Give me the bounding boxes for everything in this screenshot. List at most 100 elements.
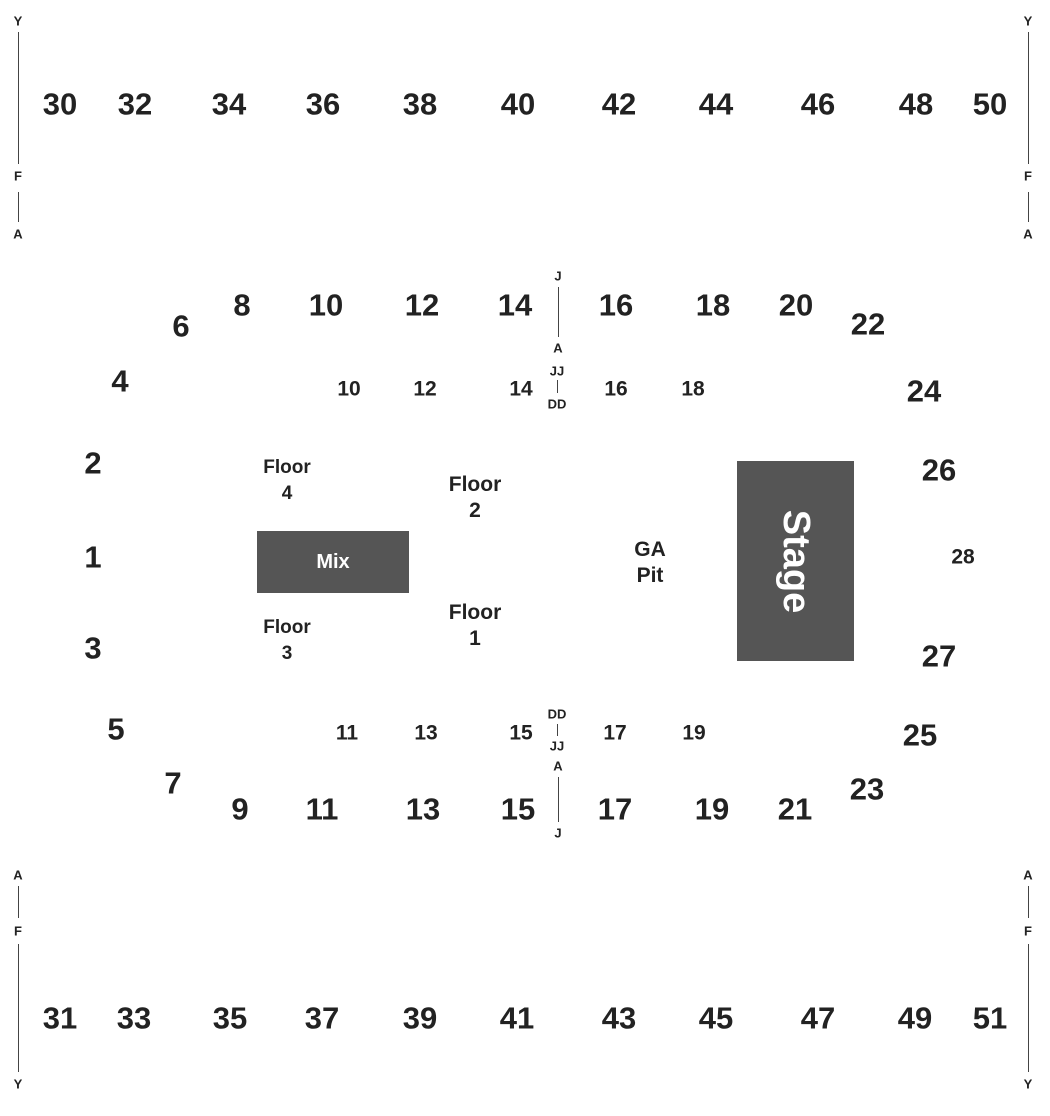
section-36[interactable]: 36 [305,86,341,122]
section-32[interactable]: 32 [117,86,153,122]
section-1[interactable]: 1 [84,539,102,575]
floor-3[interactable]: Floor 3 [263,615,311,667]
ga-pit[interactable]: GA Pit [634,537,666,589]
section-23[interactable]: 23 [849,771,885,807]
floor-3-number: 3 [281,643,293,664]
row-label-y: Y [13,13,23,29]
row-indicator-line [1028,886,1029,918]
section-2[interactable]: 2 [84,445,102,481]
row-indicator-line [1028,32,1029,164]
section-27[interactable]: 27 [921,638,957,674]
section-42[interactable]: 42 [601,86,637,122]
section-39[interactable]: 39 [402,1000,438,1036]
section-25[interactable]: 25 [902,717,938,753]
section-35[interactable]: 35 [212,1000,248,1036]
section-37[interactable]: 37 [304,1000,340,1036]
section-4[interactable]: 4 [111,363,129,399]
section-16[interactable]: 16 [598,287,634,323]
row-indicator-line [557,380,558,393]
section-31[interactable]: 31 [42,1000,78,1036]
section-11[interactable]: 11 [305,791,339,827]
floor-section-17[interactable]: 17 [603,721,627,745]
floor-3-label: Floor [263,617,311,638]
section-49[interactable]: 49 [897,1000,933,1036]
floor-4[interactable]: Floor 4 [263,455,311,507]
section-8[interactable]: 8 [233,287,251,323]
section-40[interactable]: 40 [500,86,536,122]
floor-section-16[interactable]: 16 [604,377,628,401]
section-10[interactable]: 10 [308,287,344,323]
section-5[interactable]: 5 [107,711,125,747]
row-label-a: A [553,758,563,774]
section-12[interactable]: 12 [404,287,440,323]
row-label-a: A [1023,867,1033,883]
section-22[interactable]: 22 [850,306,886,342]
section-41[interactable]: 41 [499,1000,535,1036]
row-indicator-line [1028,192,1029,222]
section-18[interactable]: 18 [695,287,731,323]
floor-section-12[interactable]: 12 [413,377,437,401]
section-13[interactable]: 13 [405,791,441,827]
section-19[interactable]: 19 [694,791,730,827]
section-28[interactable]: 28 [951,545,975,569]
row-label-jj: JJ [549,363,565,379]
ga-pit-label: GA [634,538,666,561]
section-43[interactable]: 43 [601,1000,637,1036]
floor-section-14[interactable]: 14 [509,377,533,401]
row-label-f: F [14,923,22,939]
floor-section-15[interactable]: 15 [509,721,533,745]
row-label-a: A [13,867,23,883]
stage-label: Stage [774,509,817,613]
floor-1[interactable]: Floor 1 [449,600,502,652]
floor-2[interactable]: Floor 2 [449,472,502,524]
floor-2-number: 2 [469,499,481,522]
section-48[interactable]: 48 [898,86,934,122]
row-indicator-line [18,886,19,918]
section-34[interactable]: 34 [211,86,247,122]
mix-label: Mix [316,550,350,573]
section-3[interactable]: 3 [84,630,102,666]
section-6[interactable]: 6 [172,308,190,344]
section-33[interactable]: 33 [116,1000,152,1036]
section-9[interactable]: 9 [231,791,249,827]
section-7[interactable]: 7 [164,765,182,801]
section-46[interactable]: 46 [800,86,836,122]
section-14[interactable]: 14 [497,287,533,323]
floor-1-number: 1 [469,627,481,650]
section-26[interactable]: 26 [921,452,957,488]
floor-section-19[interactable]: 19 [682,721,706,745]
floor-4-label: Floor [263,457,311,478]
section-44[interactable]: 44 [698,86,734,122]
section-17[interactable]: 17 [597,791,633,827]
section-50[interactable]: 50 [972,86,1008,122]
section-24[interactable]: 24 [906,373,942,409]
row-indicator-line [18,944,19,1072]
row-indicator-line [18,32,19,164]
row-indicator-line [1028,944,1029,1072]
row-label-dd: DD [547,396,567,412]
row-label-a: A [13,226,23,242]
row-indicator-line [557,724,558,736]
row-label-jj: JJ [549,738,565,754]
section-15[interactable]: 15 [500,791,536,827]
section-21[interactable]: 21 [777,791,813,827]
floor-section-13[interactable]: 13 [414,721,438,745]
row-label-j: J [554,825,562,841]
section-45[interactable]: 45 [698,1000,734,1036]
row-label-y: Y [1023,13,1033,29]
floor-section-10[interactable]: 10 [337,377,361,401]
section-38[interactable]: 38 [402,86,438,122]
row-label-dd: DD [547,706,567,722]
floor-section-18[interactable]: 18 [681,377,705,401]
mix-booth: Mix [257,531,409,593]
section-51[interactable]: 51 [972,1000,1008,1036]
row-label-y: Y [1023,1076,1033,1092]
section-20[interactable]: 20 [778,287,814,323]
section-47[interactable]: 47 [800,1000,836,1036]
row-label-a: A [1023,226,1033,242]
row-label-f: F [14,168,22,184]
floor-section-11[interactable]: 11 [335,721,359,745]
row-indicator-line [558,777,559,822]
section-30[interactable]: 30 [42,86,78,122]
